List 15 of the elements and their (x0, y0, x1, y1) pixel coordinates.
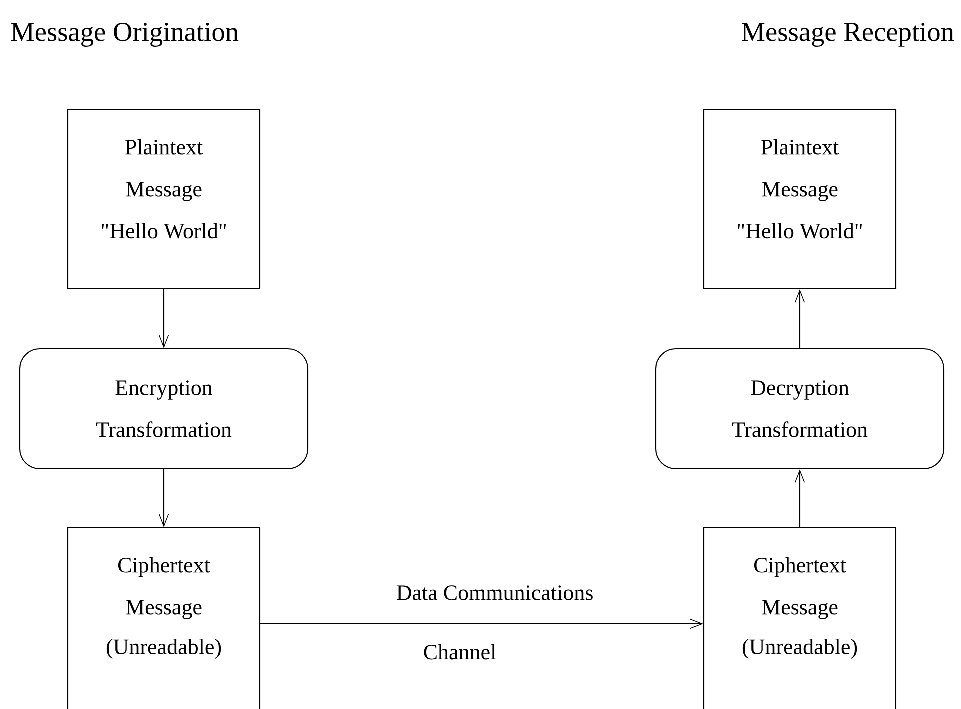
arrow (794, 470, 806, 528)
column-heading: Message Origination (11, 23, 239, 47)
message-box: Plaintext Message "Hello World" (703, 109, 897, 290)
transformation-box: Decryption Transformation (655, 348, 945, 470)
column-heading: Message Reception (742, 23, 954, 47)
arrow (158, 470, 170, 528)
edge-label: Data Communications (396, 586, 593, 600)
line-caption: Channel (424, 644, 496, 660)
message-box: Ciphertext Message (Unreadable) (703, 527, 897, 709)
message-box: Plaintext Message "Hello World" (67, 109, 261, 290)
arrow (260, 618, 704, 630)
message-box: Ciphertext Message (Unreadable) (67, 527, 261, 709)
transformation-box: Encryption Transformation (19, 348, 309, 470)
arrow (794, 290, 806, 348)
arrow (158, 290, 170, 348)
